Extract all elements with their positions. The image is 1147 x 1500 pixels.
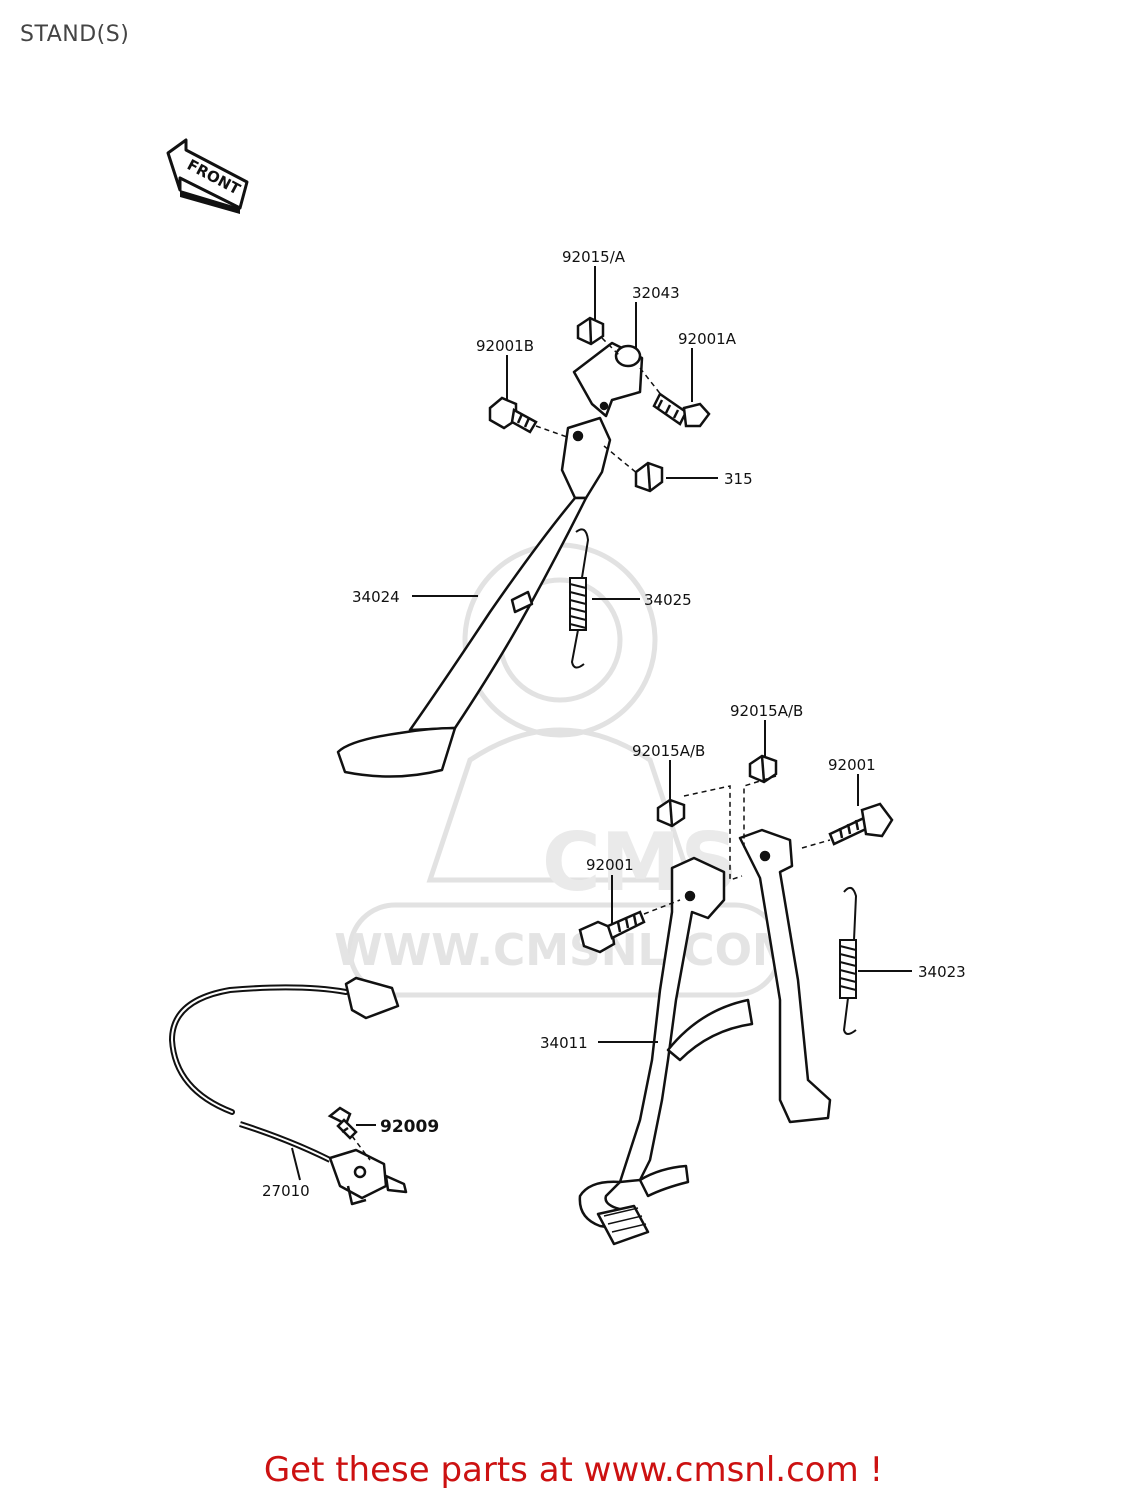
part-labels: 92015/A 32043 92001A 92001B 315 34024 34… — [262, 248, 966, 1200]
part-label-92015A: 92015/A — [562, 248, 626, 266]
center-stand-34011 — [578, 828, 832, 1246]
side-stand-34024 — [336, 416, 612, 778]
part-label-92015AB-2: 92015A/B — [730, 702, 803, 720]
screw-92009 — [327, 1106, 358, 1140]
bolt-92001-left — [578, 910, 646, 954]
spring-34025 — [569, 528, 590, 669]
part-label-92001B: 92001B — [476, 337, 534, 355]
part-label-34025: 34025 — [644, 591, 692, 609]
bolt-92001B — [488, 396, 538, 434]
leader-lines — [291, 266, 912, 1181]
watermark-url: WWW.CMSNL.COM — [334, 925, 796, 976]
part-label-27010: 27010 — [262, 1182, 310, 1200]
nut-92015AB-1 — [656, 798, 686, 828]
front-arrow-icon: FRONT — [166, 138, 249, 214]
part-label-32043: 32043 — [632, 284, 680, 302]
bolt-92001-right — [828, 802, 894, 846]
bracket-32043 — [572, 341, 644, 418]
nut-92015A — [576, 316, 605, 346]
footer-parts-link[interactable]: Get these parts at www.cmsnl.com ! — [263, 1450, 884, 1490]
spring-34023 — [839, 886, 858, 1035]
switch-27010 — [169, 976, 408, 1206]
part-label-92001-left: 92001 — [586, 856, 634, 874]
part-label-92009: 92009 — [380, 1117, 439, 1137]
part-label-34011: 34011 — [540, 1034, 588, 1052]
part-label-92001A: 92001A — [678, 330, 737, 348]
lower-connectors — [643, 775, 831, 915]
part-label-34023: 34023 — [918, 963, 966, 981]
nut-92015AB-2 — [748, 754, 778, 784]
parts-diagram: CMS WWW.CMSNL.COM FRONT — [166, 138, 966, 1246]
part-label-34024: 34024 — [352, 588, 400, 606]
part-label-315: 315 — [724, 470, 753, 488]
nut-315 — [634, 461, 664, 493]
part-label-92015AB-1: 92015A/B — [632, 742, 705, 760]
part-label-92001-right: 92001 — [828, 756, 876, 774]
page-title: STAND(S) — [20, 22, 130, 47]
bolt-92001A — [652, 392, 711, 428]
upper-connectors — [535, 337, 663, 475]
switch-connector — [351, 1135, 371, 1161]
